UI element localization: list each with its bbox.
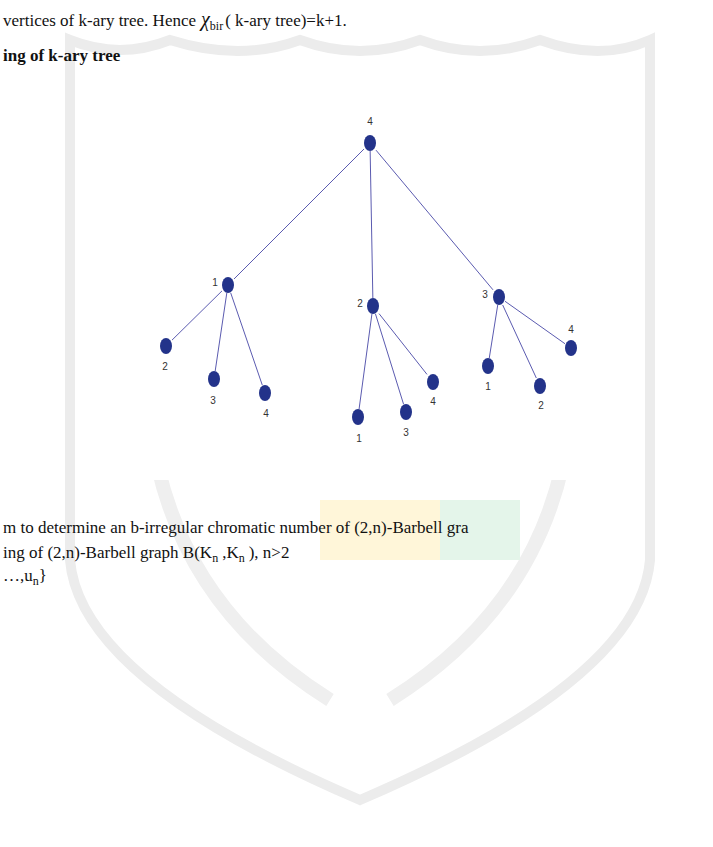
paper-text: } (39, 566, 47, 585)
vertex-color-label: 1 (485, 381, 491, 393)
tree-edge (489, 305, 497, 358)
tree-edge (172, 291, 222, 340)
paper-text: ing of (2,n)-Barbell graph B(K (3, 543, 212, 562)
paper-text: ,K (222, 543, 239, 562)
paper-text: …,u (3, 566, 33, 585)
text-line: ing of k-ary tree (3, 46, 120, 66)
tree-vertex: 2 (534, 378, 546, 394)
vertex-color-label: 2 (162, 361, 168, 373)
tree-edge (359, 314, 372, 409)
vertex-dot (427, 374, 439, 390)
vertex-dot (352, 409, 364, 425)
text-line: …,un} (3, 566, 47, 589)
tree-vertex: 2 (160, 338, 172, 354)
vertex-dot (160, 338, 172, 354)
vertex-color-label: 3 (210, 395, 216, 407)
paper-text: ing of k-ary tree (3, 46, 120, 65)
tree-vertex: 1 (222, 277, 234, 293)
vertex-color-label: 4 (367, 116, 373, 128)
paper-text: χ (201, 8, 210, 30)
tree-edge (231, 293, 263, 385)
tree-edge (215, 293, 227, 371)
vertex-color-label: 3 (482, 289, 488, 301)
tree-edge (234, 149, 364, 279)
tree-vertex: 4 (565, 340, 577, 356)
paper-text: vertices of k-ary tree. Hence (3, 11, 196, 30)
subscript: n (239, 551, 245, 565)
vertex-color-label: 1 (212, 277, 218, 289)
text-line: m to determine an b-irregular chromatic … (3, 518, 468, 538)
tree-vertex: 4 (259, 385, 271, 401)
tree-vertex: 1 (482, 358, 494, 374)
tree-vertex: 4 (427, 374, 439, 390)
vertex-color-label: 4 (568, 324, 574, 336)
vertex-dot (400, 404, 412, 420)
vertex-color-label: 4 (263, 408, 269, 420)
tree-vertex: 2 (367, 298, 379, 314)
tree-vertex: 1 (352, 409, 364, 425)
vertex-dot (222, 277, 234, 293)
tree-edge (505, 301, 565, 344)
tree-edge (370, 151, 373, 298)
tree-vertex: 3 (493, 289, 505, 305)
tree-vertex: 4 (364, 135, 376, 151)
text-line: vertices of k-ary tree. Hence χbir( k-ary… (3, 8, 347, 34)
text-line: ing of (2,n)-Barbell graph B(Kn,Kn), n>2 (3, 543, 289, 566)
vertex-dot (565, 340, 577, 356)
vertex-dot (208, 371, 220, 387)
vertex-color-label: 3 (403, 427, 409, 439)
vertex-dot (364, 135, 376, 151)
subscript: n (212, 551, 218, 565)
paper-text: ( k-ary tree)=k+1. (225, 11, 347, 30)
subscript: bir (210, 19, 223, 33)
vertex-dot (259, 385, 271, 401)
vertex-color-label: 2 (357, 298, 363, 310)
tree-edge (379, 314, 427, 375)
tree-vertex: 3 (208, 371, 220, 387)
vertex-dot (367, 298, 379, 314)
tree-vertex: 3 (400, 404, 412, 420)
vertex-dot (534, 378, 546, 394)
figure-ground (125, 255, 610, 480)
vertex-dot (493, 289, 505, 305)
vertex-color-label: 4 (430, 396, 436, 408)
vertex-color-label: 1 (356, 433, 362, 445)
vertex-dot (482, 358, 494, 374)
paper-text: ), n>2 (249, 543, 290, 562)
tree-edge (376, 150, 493, 290)
tree-edge (503, 305, 537, 378)
vertex-color-label: 2 (538, 400, 544, 412)
paper-text: m to determine an b-irregular chromatic … (3, 518, 468, 537)
watermark-shield (70, 40, 650, 800)
subscript: n (33, 574, 39, 588)
